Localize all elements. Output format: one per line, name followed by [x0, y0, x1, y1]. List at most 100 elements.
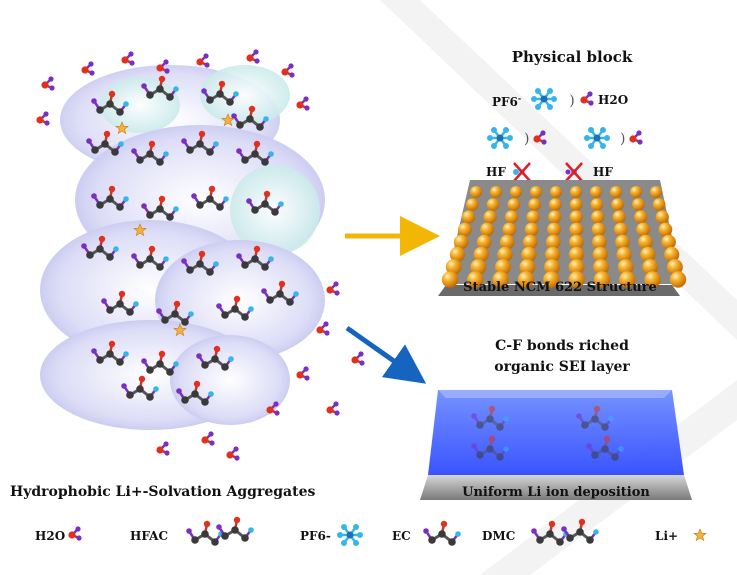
cathode-particle [634, 210, 648, 224]
pf6-anion-icon [529, 86, 559, 112]
cathode-particle [644, 271, 661, 288]
cathode-particle [495, 259, 511, 275]
cathode-particle [510, 186, 522, 198]
cathode-particle [517, 271, 535, 288]
cluster-label: Hydrophobic Li+-Solvation Aggregates [10, 484, 315, 500]
cathode-particle [492, 271, 509, 288]
cathode-particle [590, 186, 602, 198]
cathode-particle [547, 222, 561, 237]
cathode-particle [667, 259, 683, 275]
cathode-particles [441, 186, 687, 288]
cathode-particle [483, 210, 497, 224]
cathode-particle [593, 271, 611, 288]
cathode-particle [658, 222, 673, 237]
cathode-particle [568, 271, 585, 288]
cathode-particle [441, 271, 459, 288]
legend-label-h2o: H2O [35, 529, 65, 543]
water-molecule-icon [67, 525, 83, 542]
sei-title-line2: organic SEI layer [494, 359, 630, 375]
cathode-particle [473, 246, 489, 263]
cathode-particle [550, 186, 562, 198]
cathode-particle [590, 198, 604, 211]
cathode-particle [593, 259, 609, 275]
physical-block-title: Physical block [512, 48, 633, 66]
arrow-to-anode [345, 325, 427, 384]
cathode-particle [490, 186, 502, 198]
hf-blocked-cross-icon [565, 162, 583, 182]
cathode-particle [592, 234, 607, 250]
cathode-particle [570, 186, 582, 198]
cathode-particle [499, 234, 515, 250]
pf6-anion-icon [582, 125, 612, 151]
bracket-separator: ) [569, 93, 574, 109]
cathode-particle [544, 259, 560, 275]
sei-layer [420, 390, 692, 500]
cathode-particle [568, 246, 585, 263]
pf6-label: PF6- [492, 93, 521, 109]
legend-label-dmc: DMC [482, 529, 515, 543]
cathode-particle [611, 198, 624, 211]
cathode-particle [652, 198, 666, 211]
h2o-label: H2O [598, 93, 628, 107]
cathode-particle [569, 210, 583, 224]
cathode-particle [610, 186, 622, 198]
cathode-particle [616, 246, 632, 263]
cathode-particle [519, 259, 536, 275]
cathode-particle [664, 246, 680, 263]
cathode-particle [445, 259, 462, 275]
water-molecule-icon [628, 129, 644, 146]
cathode-particle [615, 234, 630, 250]
cathode-particle [507, 198, 521, 211]
cathode-particle [476, 234, 492, 250]
hf-right-label: HF [593, 165, 613, 179]
cathode-particle [466, 198, 479, 211]
cathode-particle [524, 222, 539, 237]
sei-label: Uniform Li ion deposition [462, 485, 650, 500]
cathode-particle [497, 246, 513, 263]
lithium-star-icon [693, 528, 707, 541]
cathode-particle [612, 210, 626, 224]
hf-left-label: HF [486, 165, 506, 179]
cathode-particle [462, 210, 476, 224]
bracket-separator: ) [620, 131, 625, 147]
cathode-structure [438, 180, 687, 296]
cathode-particle [591, 222, 606, 237]
cathode-particle [632, 198, 645, 211]
legend: H2O HFAC PF6- EC DMC Li+ [35, 515, 707, 548]
cathode-particle [591, 210, 605, 224]
water-molecule-icon [579, 90, 595, 107]
cathode-particle [521, 246, 537, 263]
legend-label-hfac: HFAC [130, 529, 168, 543]
cathode-particle [449, 246, 465, 263]
legend-label-li: Li+ [655, 529, 678, 543]
cathode-particle [630, 186, 642, 198]
cathode-particle [486, 198, 500, 211]
cathode-particle [480, 222, 494, 237]
cathode-particle [526, 210, 540, 224]
cathode-particle [655, 210, 669, 224]
pf6-anion-icon [485, 125, 515, 151]
cathode-particle [568, 259, 585, 275]
hf-blocked-cross-icon [513, 162, 531, 182]
cathode-particle [546, 234, 561, 250]
cathode-particle [661, 234, 676, 250]
cathode-particle [467, 271, 484, 288]
legend-label-ec: EC [392, 529, 411, 543]
sei-title-line1: C-F bonds riched [495, 338, 629, 354]
cathode-particle [617, 259, 634, 275]
hfac-molecule-icon [184, 515, 256, 548]
cathode-particle [569, 234, 584, 250]
cathode-particle [458, 222, 472, 237]
legend-label-pf6: PF6- [300, 529, 331, 543]
pf6-anion-icon [335, 522, 365, 548]
cathode-particle [569, 198, 583, 211]
cathode-label: Stable NCM 622 Structure [463, 280, 657, 295]
cathode-particle [453, 234, 469, 250]
cathode-particle [642, 259, 659, 275]
cathode-particle [638, 234, 653, 250]
cathode-particle [543, 271, 560, 288]
bracket-separator: ) [524, 131, 529, 147]
cathode-particle [502, 222, 517, 237]
